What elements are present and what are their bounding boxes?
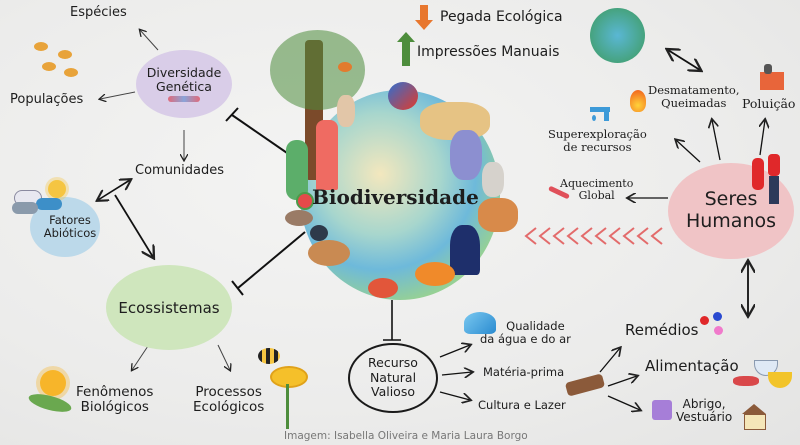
ecossistemas-label: Ecossistemas bbox=[118, 298, 220, 317]
recurso-line1: Recurso bbox=[368, 355, 418, 371]
superexploracao-label: Superexploração de recursos bbox=[548, 128, 647, 153]
monkey-illustration bbox=[450, 130, 482, 180]
faucet-icon bbox=[590, 105, 612, 125]
qualidade-agua-label: Qualidade da água e do ar bbox=[480, 320, 571, 345]
recurso-line3: Valioso bbox=[371, 384, 415, 400]
fenomenos-line2: Biológicos bbox=[80, 398, 149, 415]
cactus-illustration bbox=[286, 140, 308, 200]
insects-icon bbox=[34, 38, 82, 80]
poluicao-label: Poluição bbox=[742, 96, 796, 111]
cultura-lazer-label: Cultura e Lazer bbox=[478, 398, 566, 412]
meat-icon bbox=[733, 376, 759, 386]
sun-icon bbox=[40, 370, 66, 396]
parrot-illustration bbox=[388, 82, 418, 110]
qualidade-line1: Qualidade bbox=[506, 319, 565, 333]
abrigo-vestuario-label: Abrigo, Vestuário bbox=[676, 397, 733, 425]
aquecimento-global-label: Aquecimento Global bbox=[560, 177, 634, 203]
arrow-up-head bbox=[397, 32, 415, 42]
weather-icon bbox=[10, 180, 70, 220]
fire-icon bbox=[630, 90, 646, 112]
snake-illustration bbox=[478, 198, 518, 232]
abrigo-line1: Abrigo, bbox=[682, 397, 726, 411]
butterfly-icon bbox=[338, 62, 352, 72]
ecossistemas-node: Ecossistemas bbox=[106, 265, 232, 350]
crab-illustration bbox=[368, 278, 398, 298]
fenomenos-biologicos-label: Fenômenos Biológicos bbox=[76, 385, 153, 415]
pegada-ecologica-label: Pegada Ecológica bbox=[440, 9, 563, 25]
factory-icon bbox=[760, 64, 786, 90]
fatores-abioticos-node: Fatores Abióticos bbox=[30, 197, 100, 257]
couple-illustration bbox=[752, 150, 786, 210]
person-illustration bbox=[316, 120, 338, 190]
pills-icon bbox=[700, 312, 728, 338]
comunidades-label: Comunidades bbox=[135, 163, 225, 178]
seaweed-illustration bbox=[450, 225, 480, 275]
aquecimento-line2: Global bbox=[578, 189, 615, 203]
sunflower-stem bbox=[286, 384, 289, 429]
aquecimento-line1: Aquecimento bbox=[560, 177, 634, 190]
recurso-line2: Natural bbox=[369, 369, 417, 385]
beetle-illustration bbox=[310, 225, 328, 241]
sunflower-icon bbox=[270, 366, 308, 388]
turtle-illustration bbox=[308, 240, 350, 266]
diversidade-genetica-line2: Genética bbox=[156, 79, 212, 94]
banana-icon bbox=[768, 372, 792, 388]
house-icon bbox=[740, 404, 768, 430]
bee-icon bbox=[258, 348, 280, 364]
desmatamento-label: Desmatamento, Queimadas bbox=[648, 84, 739, 109]
alimentacao-label: Alimentação bbox=[645, 357, 739, 375]
mouse-illustration bbox=[285, 210, 313, 226]
populacoes-label: Populações bbox=[10, 92, 84, 107]
diversidade-genetica-line1: Diversidade bbox=[146, 64, 222, 80]
dna-icon bbox=[168, 96, 200, 103]
rabbit-illustration bbox=[482, 162, 504, 197]
remedios-label: Remédios bbox=[625, 321, 699, 339]
arrow-down-icon bbox=[420, 5, 428, 21]
impressoes-manuais-label: Impressões Manuais bbox=[417, 44, 560, 60]
materia-prima-label: Matéria-prima bbox=[483, 365, 565, 379]
image-credit: Imagem: Isabella Oliveira e Maria Laura … bbox=[284, 430, 528, 442]
shirt-icon bbox=[652, 400, 672, 420]
fatores-abioticos-line1: Fatores bbox=[49, 212, 91, 227]
processos-line2: Ecológicos bbox=[193, 398, 265, 415]
people-globe-illustration bbox=[590, 8, 645, 63]
watermelon-icon bbox=[296, 192, 314, 210]
fatores-abioticos-line2: Abióticos bbox=[43, 226, 97, 240]
desmatamento-line1: Desmatamento, bbox=[648, 83, 740, 97]
center-title: Biodiversidade bbox=[312, 185, 479, 209]
diversidade-genetica-node: Diversidade Genética bbox=[136, 50, 232, 118]
abrigo-line2: Vestuário bbox=[676, 410, 733, 425]
water-splash-icon bbox=[464, 312, 496, 334]
chevron-arrows bbox=[524, 227, 663, 245]
owl-illustration bbox=[337, 95, 355, 127]
seres-humanos-line2: Humanos bbox=[685, 210, 777, 232]
arrow-up-icon bbox=[402, 42, 410, 66]
recurso-natural-node: Recurso Natural Valioso bbox=[348, 343, 438, 413]
especies-label: Espécies bbox=[70, 5, 127, 20]
seres-humanos-line1: Seres bbox=[704, 188, 758, 211]
processos-ecologicos-label: Processos Ecológicos bbox=[193, 385, 264, 415]
qualidade-line2: da água e do ar bbox=[480, 331, 571, 346]
arrow-down-head bbox=[415, 20, 433, 30]
superexploracao-line1: Superexploração bbox=[548, 127, 647, 141]
desmatamento-line2: Queimadas bbox=[661, 95, 727, 110]
fenomenos-line1: Fenômenos bbox=[76, 384, 154, 400]
processos-line1: Processos bbox=[195, 384, 262, 400]
clownfish-illustration bbox=[415, 262, 455, 286]
superexploracao-line2: de recursos bbox=[563, 139, 632, 154]
